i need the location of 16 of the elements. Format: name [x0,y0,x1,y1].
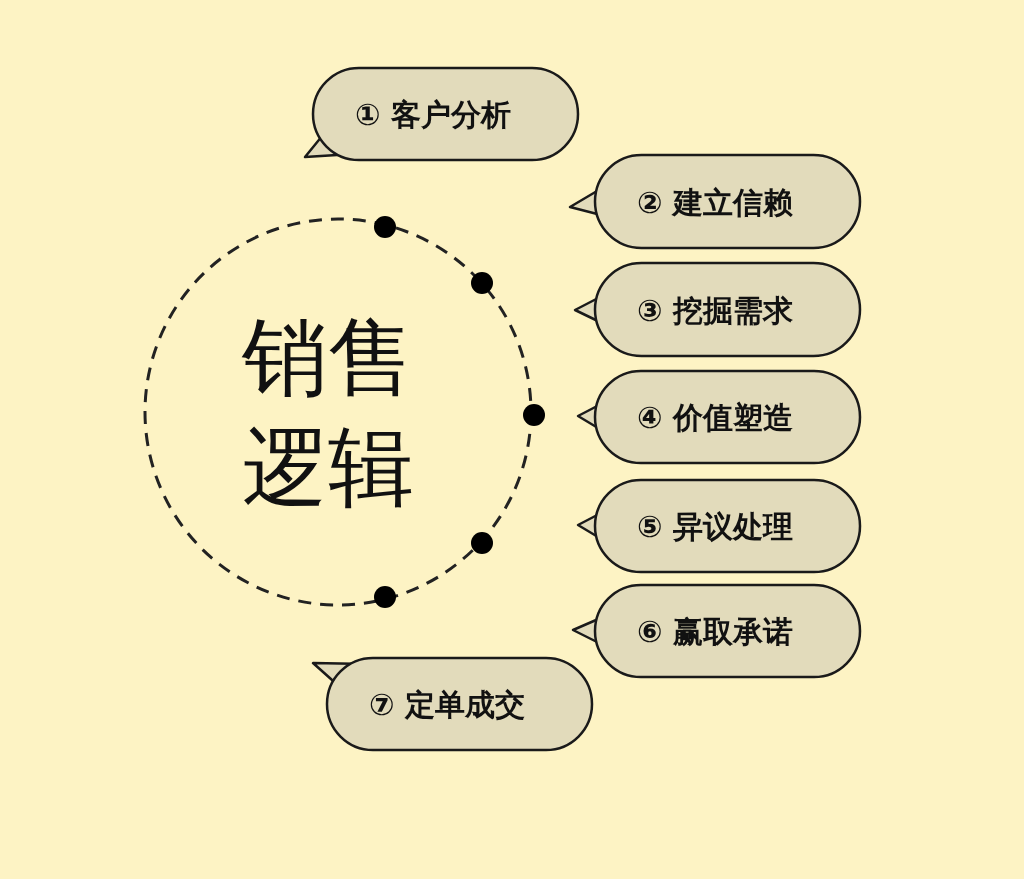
bubble-label: ⑦ 定单成交 [369,686,525,724]
bubble-label: ⑥ 赢取承诺 [637,613,793,651]
dashed-circle [143,217,533,607]
speech-bubble [575,477,863,575]
speech-bubble [572,260,863,359]
bubble-label: ① 客户分析 [355,96,511,134]
bubble-label: ② 建立信赖 [637,183,793,222]
speech-bubble [567,152,863,251]
bubble-label: ③ 挖掘需求 [637,291,793,330]
bubble-label: ⑤ 异议处理 [637,508,793,546]
speech-bubble [570,582,863,680]
bubble-label: ④ 价值塑造 [637,399,793,437]
speech-bubble [310,655,595,753]
speech-bubble [575,368,863,466]
speech-bubble [302,65,581,163]
center-title: 销售逻辑 [241,306,415,519]
